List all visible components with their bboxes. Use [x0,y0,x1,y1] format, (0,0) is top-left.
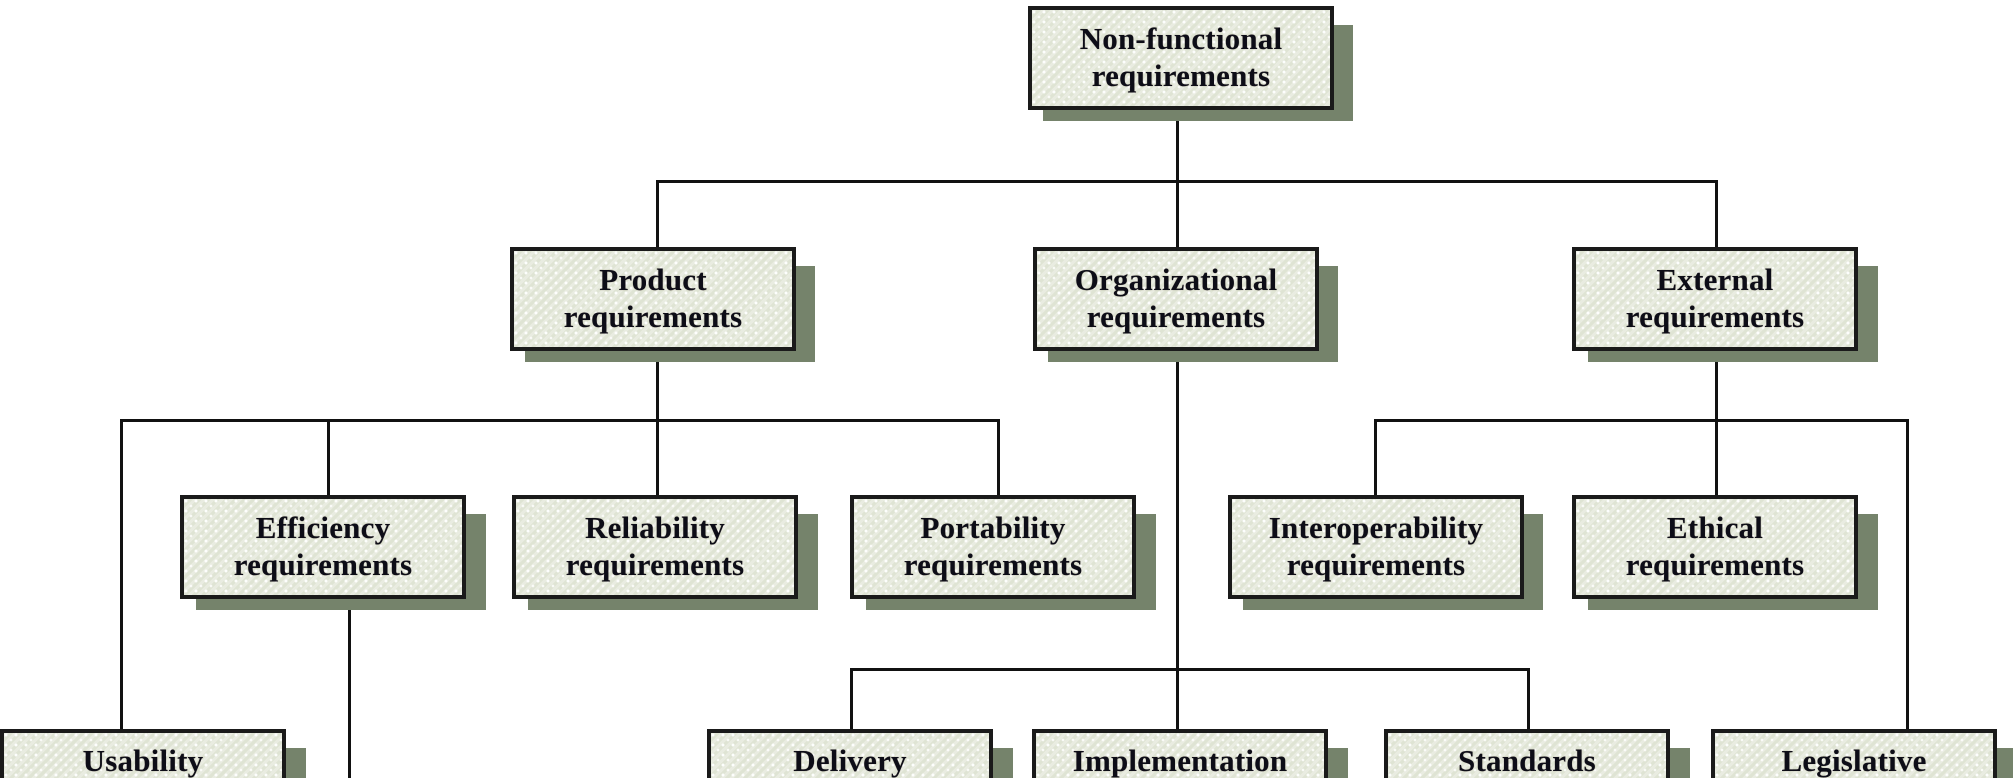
edge-root-stem [1176,110,1179,182]
node-efficiency-requirements[interactable]: Efficiency requirements [180,495,466,599]
node-standards[interactable]: Standards [1384,729,1670,778]
edge-organizational-stem [1176,358,1179,670]
node-label-line2: requirements [1091,58,1271,93]
edge-to-usability [120,419,123,729]
node-label-line1: Delivery [793,743,907,778]
node-label-line1: Non-functional [1079,21,1283,57]
node-label-line2: requirements [565,547,745,582]
edge-to-standards [1527,668,1530,730]
node-implementation[interactable]: Implementation [1032,729,1328,778]
node-delivery[interactable]: Delivery [707,729,993,778]
node-portability-requirements[interactable]: Portability requirements [850,495,1136,599]
node-label-line2: requirements [1286,547,1466,582]
node-ethical-requirements[interactable]: Ethical requirements [1572,495,1858,599]
edge-to-efficiency [327,419,330,497]
edge-external-stem [1715,358,1718,420]
node-label-line2: requirements [1625,547,1805,582]
node-label-line1: Efficiency [255,510,391,546]
node-usability[interactable]: Usability [0,729,286,778]
node-label-line1: Reliability [585,510,725,546]
edge-to-product [656,180,659,248]
node-label-line2: requirements [233,547,413,582]
edge-to-portability [997,419,1000,497]
node-label-line2: requirements [1625,299,1805,334]
edge-organizational-bus [850,668,1528,671]
node-label-line1: Interoperability [1268,510,1484,546]
edge-to-delivery [850,668,853,730]
edge-to-organizational [1176,180,1179,248]
node-label-line1: External [1656,262,1774,298]
node-label-line1: Standards [1458,743,1596,778]
node-label-line1: Organizational [1074,262,1278,298]
edge-to-interoperability [1374,419,1377,497]
edge-to-implementation [1176,668,1179,730]
node-legislative[interactable]: Legislative [1711,729,1997,778]
node-label-line1: Portability [920,510,1066,546]
node-non-functional-requirements[interactable]: Non-functional requirements [1028,6,1334,110]
node-external-requirements[interactable]: External requirements [1572,247,1858,351]
node-interoperability-requirements[interactable]: Interoperability requirements [1228,495,1524,599]
edge-external-bus [1374,419,1909,422]
node-product-requirements[interactable]: Product requirements [510,247,796,351]
node-label-line2: requirements [1086,299,1266,334]
edge-to-reliability [656,419,659,497]
node-label-line2: requirements [563,299,743,334]
node-label-line1: Ethical [1666,510,1764,546]
node-label-line1: Implementation [1072,743,1288,778]
node-organizational-requirements[interactable]: Organizational requirements [1033,247,1319,351]
node-label-line1: Product [599,262,707,298]
edge-product-bus [120,419,1000,422]
node-label-line1: Usability [82,743,204,778]
edge-efficiency-stem [348,600,351,778]
edge-to-external [1715,180,1718,248]
node-reliability-requirements[interactable]: Reliability requirements [512,495,798,599]
edge-product-stem [656,358,659,420]
edge-to-ethical [1715,419,1718,497]
edge-level1-bus [656,180,1718,183]
node-label-line2: requirements [903,547,1083,582]
edge-to-legislative [1906,419,1909,729]
node-label-line1: Legislative [1781,743,1927,778]
